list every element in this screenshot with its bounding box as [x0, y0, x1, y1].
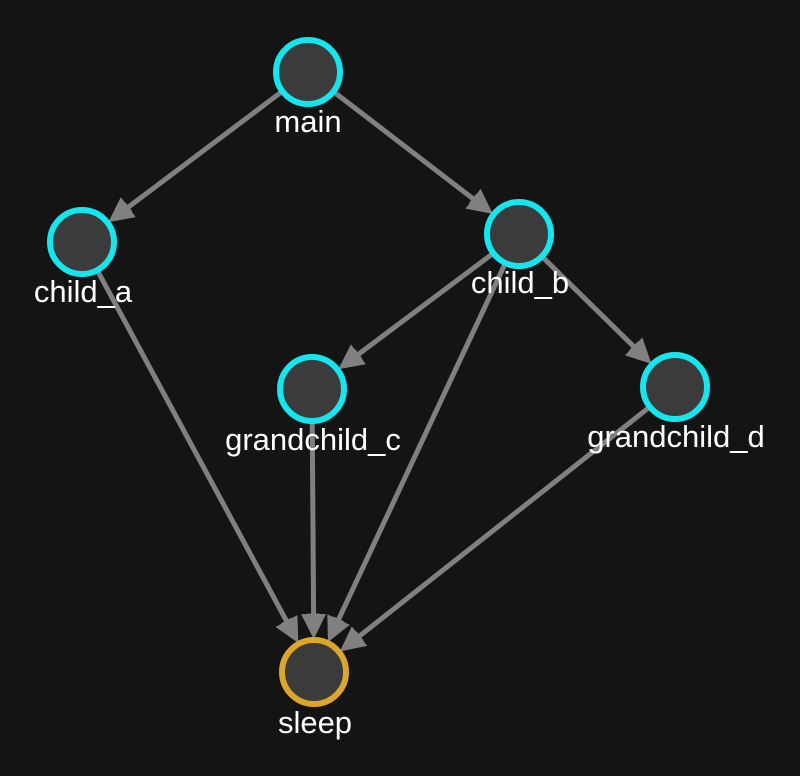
edge-main-to-child_b [333, 90, 493, 214]
edge-tick [629, 341, 640, 353]
node-grandchild_d[interactable]: grandchild_d [587, 352, 765, 454]
edge-line [327, 263, 507, 643]
edge-tick [349, 634, 360, 646]
edge-child_a-to-sleep [95, 270, 299, 643]
edge-grandchild_d-to-sleep [339, 406, 650, 652]
edge-tick [353, 631, 364, 643]
node-grandchild_c[interactable]: grandchild_c [225, 354, 401, 457]
edge-tick [348, 352, 359, 364]
node-label: sleep [278, 705, 352, 740]
node-label: main [274, 104, 341, 139]
edge-child_b-to-sleep [327, 263, 507, 643]
edge-main-to-child_a [108, 90, 283, 223]
node-circle[interactable] [640, 352, 710, 422]
edge-line [301, 422, 327, 640]
node-circle[interactable] [277, 354, 347, 424]
node-label: child_b [471, 265, 569, 300]
node-circle[interactable] [273, 37, 343, 107]
edge-line [339, 406, 650, 652]
nodes-layer: main child_a child_b grandchild_c grandchild… [34, 37, 765, 740]
node-label: grandchild_d [587, 419, 765, 454]
edge-line [541, 256, 652, 364]
node-child_a[interactable]: child_a [34, 207, 133, 309]
edge-tick [472, 196, 483, 209]
edge-tick [280, 617, 293, 627]
node-label: grandchild_c [225, 422, 401, 457]
edge-tick [632, 345, 644, 356]
edge-tick [283, 622, 296, 631]
edge-line [333, 90, 493, 214]
edge-tick [352, 349, 363, 361]
edge-line [108, 90, 283, 223]
edge-line [95, 270, 299, 643]
edge-tick [122, 202, 133, 214]
node-label: child_a [34, 274, 133, 309]
node-circle[interactable] [47, 207, 117, 277]
edges-layer [95, 90, 652, 652]
node-main[interactable]: main [273, 37, 343, 139]
edge-child_b-to-grandchild_d [541, 256, 652, 364]
edge-tick [118, 205, 129, 217]
node-sleep[interactable]: sleep [278, 637, 352, 740]
edge-line [338, 252, 494, 370]
node-circle[interactable] [484, 199, 554, 269]
node-circle[interactable] [279, 637, 349, 707]
edge-grandchild_c-to-sleep [301, 422, 327, 640]
node-child_b[interactable]: child_b [471, 199, 569, 300]
edge-child_b-to-grandchild_c [338, 252, 494, 370]
edge-tick [468, 193, 479, 205]
edge-tick [332, 616, 345, 625]
edge-tick [329, 621, 343, 629]
